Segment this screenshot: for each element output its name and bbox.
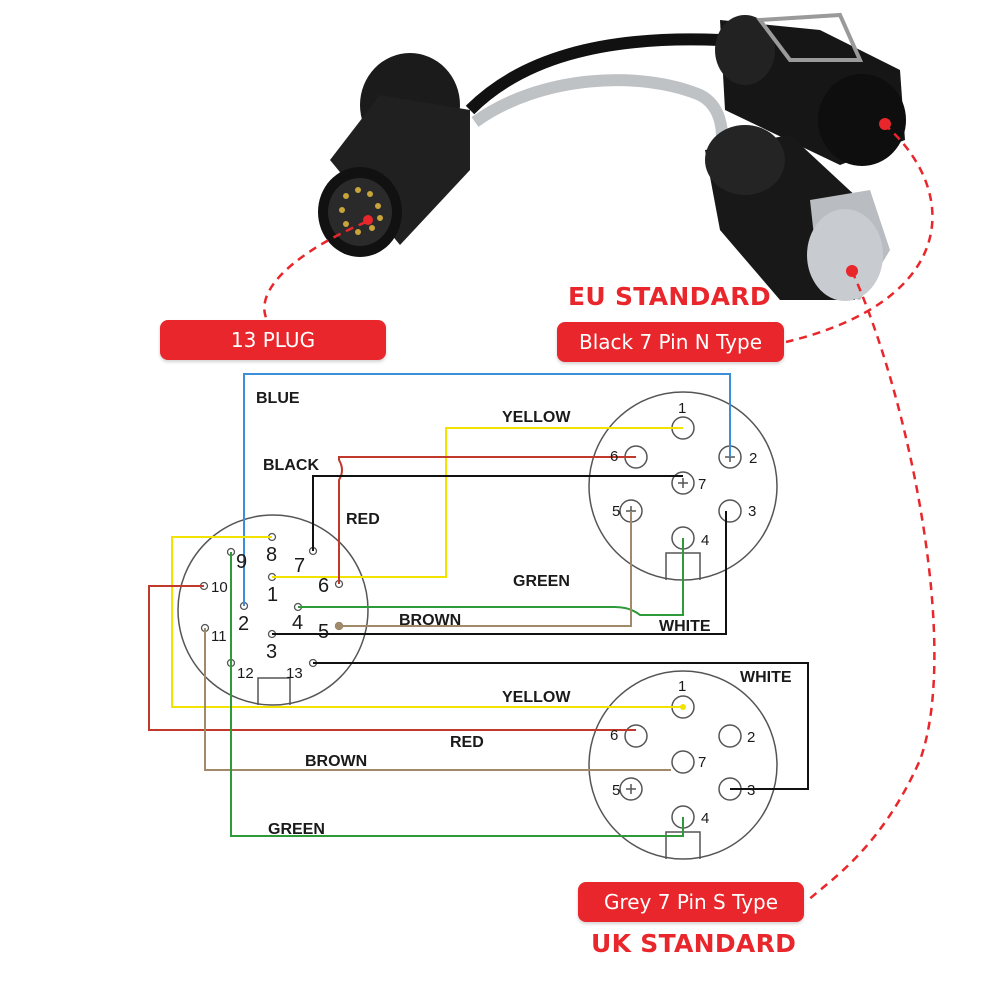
wire-label-black: BLACK [263,457,319,474]
wire-brown-n [339,511,632,627]
plug13-pin-9: 9 [236,551,247,573]
plug13-pin-3: 3 [266,641,277,663]
socket-n-pin-5: 5 [612,503,620,520]
wire-brown-s [204,628,671,771]
plug13-pin-13: 13 [286,665,303,682]
wire-label-green-s: GREEN [268,821,325,838]
wire-blue [243,373,731,606]
wire-label-red-s: RED [450,734,484,751]
socket-n-pin-4: 4 [701,532,709,549]
wire-label-white-s: WHITE [740,669,792,686]
socket-s-pin-1: 1 [678,678,686,695]
grey-7pin-socket-body [705,125,890,301]
wire-red-n [338,456,636,584]
socket-n-pin-7: 7 [698,476,706,493]
adapter-cable-illustration [318,12,906,301]
plug13-pin-1: 1 [267,584,278,606]
plug13-pin-11: 11 [211,628,227,645]
plug13-pin-12: 12 [237,665,254,682]
socket-n-pin-1: 1 [678,400,686,417]
socket-s-pin-5: 5 [612,782,620,799]
wire-yellow-s [171,536,683,708]
wire-red-s [148,585,636,731]
wire-label-green-n: GREEN [513,573,570,590]
wire-label-blue: BLUE [256,390,300,407]
socket-n-pin-3: 3 [748,503,756,520]
plug13-pin-5: 5 [318,621,329,643]
socket-s-pin-7: 7 [698,754,706,771]
wire-label-brown-s: BROWN [305,753,367,770]
plug-13-label: 13 PLUG [160,320,386,360]
callout-lines [263,123,936,903]
socket-s-pin-3: 3 [747,782,755,799]
socket-s-pin-6: 6 [610,727,618,744]
wire-black [312,475,683,551]
wire-label-red-n: RED [346,511,380,528]
wire-label-yellow-s: YELLOW [502,689,571,706]
black-7pin-label: Black 7 Pin N Type [557,322,784,362]
plug13-pin-7: 7 [294,555,305,577]
wire-green-s [230,552,684,837]
plug13-pin-8: 8 [266,544,277,566]
wire-yellow-n [272,427,683,578]
socket-s-pin-4: 4 [701,810,709,827]
wire-label-brown-n: BROWN [399,612,461,629]
plug13-pin-6: 6 [318,575,329,597]
plug13-pin-10: 10 [211,579,228,596]
wires [148,373,809,837]
socket-n-pin-6: 6 [610,448,618,465]
wire-white-s [313,662,809,790]
wire-label-yellow-n: YELLOW [502,409,571,426]
grey-7pin-label: Grey 7 Pin S Type [578,882,804,922]
wire-label-white-n: WHITE [659,618,711,635]
socket-s-pin-2: 2 [747,729,755,746]
plug13-pin-2: 2 [238,613,249,635]
uk-standard-title: UK STANDARD [591,929,797,958]
wire-white-n [272,511,727,635]
eu-standard-title: EU STANDARD [568,282,771,311]
socket-n-pin-2: 2 [749,450,757,467]
plug13-pin-4: 4 [292,612,303,634]
black-7pin-socket-body [715,12,906,166]
